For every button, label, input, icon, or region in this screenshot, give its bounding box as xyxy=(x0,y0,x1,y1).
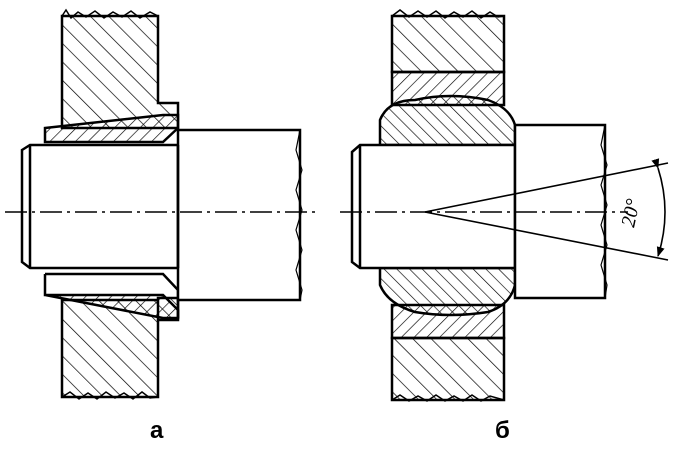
break-line-a xyxy=(295,129,303,301)
view-a xyxy=(5,8,318,400)
angle-dimension xyxy=(424,158,669,261)
flange-bushing-a xyxy=(43,113,180,320)
break-line-b xyxy=(600,124,608,299)
plate-lower-b xyxy=(390,303,506,402)
plate-upper-b xyxy=(390,9,506,107)
plate-upper-a xyxy=(60,8,180,130)
shaft-a xyxy=(20,128,302,302)
caption-right: б xyxy=(495,417,510,444)
view-b xyxy=(340,9,669,402)
caption-left: а xyxy=(150,417,164,444)
angle-label: 20° xyxy=(617,197,644,229)
upset-bulge-b xyxy=(378,94,517,317)
